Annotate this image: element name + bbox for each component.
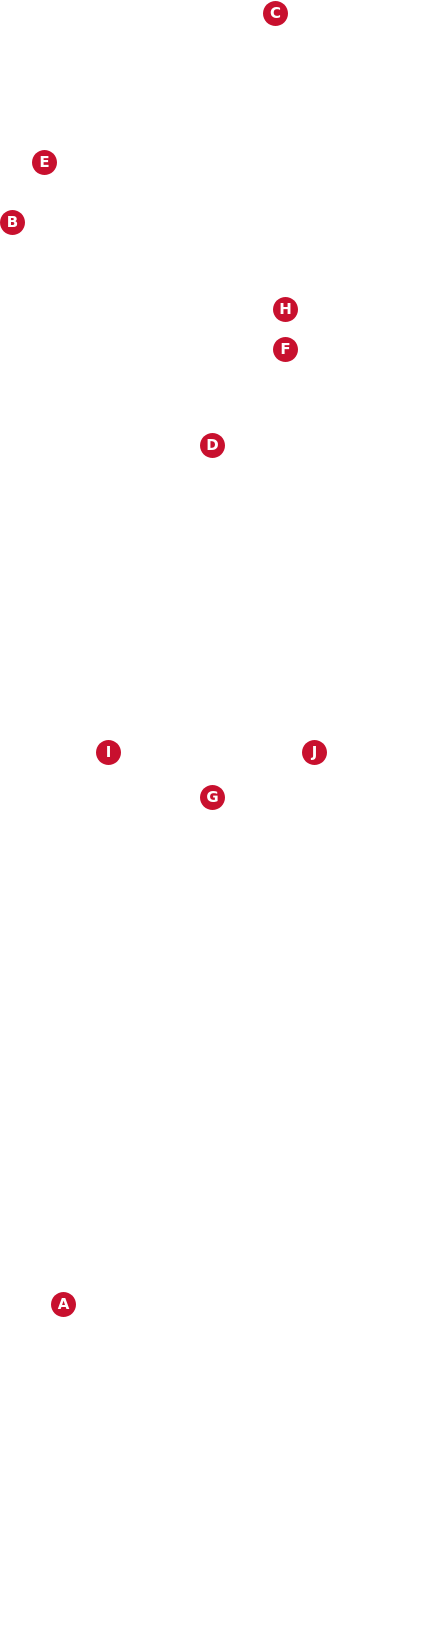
marker-e[interactable]: E bbox=[32, 150, 57, 175]
marker-label: E bbox=[39, 153, 50, 171]
marker-label: C bbox=[269, 4, 281, 22]
marker-label: A bbox=[57, 1295, 70, 1313]
marker-i[interactable]: I bbox=[96, 740, 121, 765]
marker-label: I bbox=[105, 743, 112, 761]
marker-g[interactable]: G bbox=[200, 785, 225, 810]
marker-d[interactable]: D bbox=[200, 433, 225, 458]
marker-label: J bbox=[311, 743, 318, 761]
marker-label: H bbox=[279, 300, 292, 318]
marker-label: F bbox=[280, 340, 291, 358]
marker-b[interactable]: B bbox=[0, 210, 25, 235]
marker-j[interactable]: J bbox=[302, 740, 327, 765]
marker-a[interactable]: A bbox=[51, 1292, 76, 1317]
marker-f[interactable]: F bbox=[273, 337, 298, 362]
marker-label: D bbox=[206, 436, 219, 454]
marker-label: B bbox=[6, 213, 19, 231]
marker-c[interactable]: C bbox=[263, 1, 288, 26]
marker-label: G bbox=[206, 788, 219, 806]
marker-h[interactable]: H bbox=[273, 297, 298, 322]
